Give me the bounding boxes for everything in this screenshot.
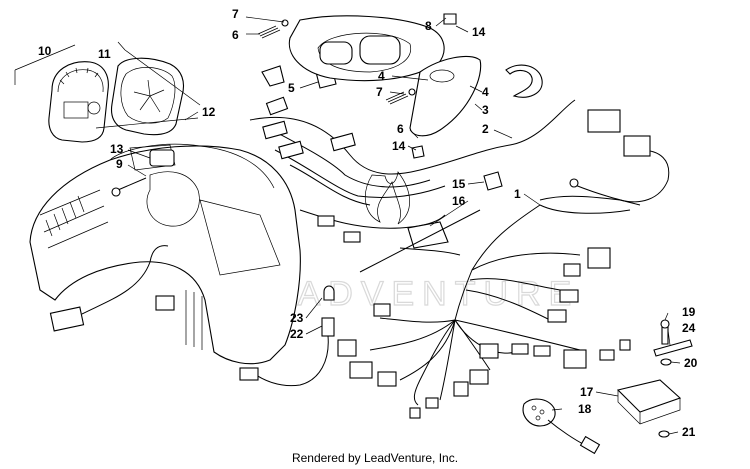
panel-connector: [49, 245, 175, 332]
callout-16: 16: [452, 194, 466, 208]
connectors: [261, 65, 651, 243]
callout-18: 18: [578, 402, 592, 416]
screws: [257, 13, 457, 159]
callout-22: 22: [290, 327, 304, 341]
side-cover: [409, 55, 482, 137]
callout-6-mid: 6: [397, 122, 404, 136]
callout-labels: 7 6 8 14 10 11 5 4 7 4 3 12 6 14 2 13 9 …: [38, 7, 698, 439]
clamp-ring: [505, 64, 543, 98]
callout-21: 21: [682, 425, 696, 439]
leader-lines: [95, 16, 681, 435]
mount-bolt: [111, 149, 175, 197]
callout-4-right: 4: [482, 85, 489, 99]
callout-23: 23: [290, 311, 304, 325]
callout-6-top: 6: [232, 28, 239, 42]
callout-7-mid: 7: [376, 85, 383, 99]
callout-8: 8: [425, 19, 432, 33]
callout-14-mid: 14: [392, 139, 406, 153]
main-harness: [369, 184, 641, 406]
callout-13: 13: [110, 142, 124, 156]
dash-panel: [29, 143, 301, 365]
ignition-module: [616, 379, 682, 425]
callout-4-top: 4: [378, 69, 385, 83]
callout-10: 10: [38, 44, 52, 58]
callout-19: 19: [682, 305, 696, 319]
footer-credit: Rendered by LeadVenture, Inc.: [291, 451, 459, 465]
callout-12: 12: [202, 105, 216, 119]
key-fob: [522, 398, 601, 455]
callout-1: 1: [514, 187, 521, 201]
harness-upper: [249, 99, 670, 229]
indicator-bulb: [239, 285, 335, 387]
callout-3: 3: [482, 103, 489, 117]
callout-17: 17: [580, 385, 594, 399]
callout-14-top: 14: [472, 25, 486, 39]
callout-11: 11: [98, 47, 111, 61]
headlight-cover: [288, 15, 445, 82]
speedometer: [48, 61, 109, 143]
callout-7-top: 7: [232, 7, 239, 21]
callout-5: 5: [288, 81, 295, 95]
harness-connectors: [337, 178, 631, 419]
group-box-gauge: [14, 41, 201, 106]
callout-9: 9: [116, 157, 123, 171]
callout-15: 15: [452, 177, 466, 191]
clip-and-pad: [359, 171, 503, 273]
gauge-bezel: [110, 57, 185, 136]
callout-2: 2: [482, 122, 489, 136]
callout-20: 20: [684, 356, 698, 370]
callout-24: 24: [682, 321, 696, 335]
hardware-small: [653, 319, 693, 438]
